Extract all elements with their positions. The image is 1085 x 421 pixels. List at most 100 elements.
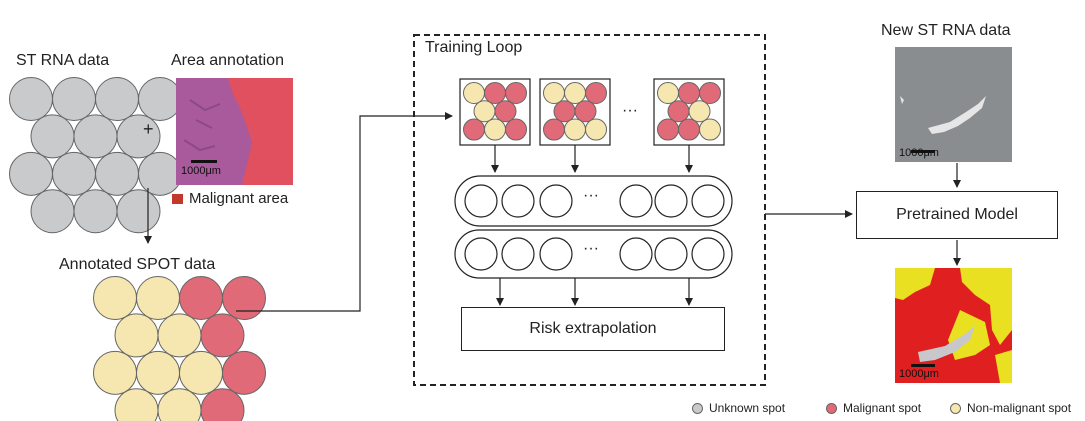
annotated-spot (222, 350, 266, 395)
scale-bar-right-top (911, 150, 935, 153)
scale-bar-right-bottom (911, 364, 935, 367)
legend-malignant: Malignant spot (826, 401, 921, 415)
sample-spot (678, 118, 700, 141)
neuron (691, 184, 725, 218)
legend-unknown-dot (692, 402, 703, 414)
malignant-area-label: Malignant area (189, 190, 289, 207)
annotated-spot (114, 313, 159, 358)
annotated-spot (93, 350, 137, 395)
unknown-spot (30, 189, 75, 234)
sample-spot (699, 82, 721, 104)
malignant-area-swatch (172, 194, 183, 204)
risk-extrapolation-box: Risk extrapolation (461, 307, 725, 351)
sample-spot (505, 118, 527, 141)
sample-spot (473, 100, 496, 123)
legend-nonmalignant-label: Non-malignant spot (967, 401, 1072, 415)
sample-spot (657, 118, 679, 141)
legend-malignant-dot (826, 402, 837, 414)
legend-nonmalignant-dot (950, 402, 961, 414)
scale-label-right-top: 1000μm (899, 147, 939, 159)
unknown-spot (138, 77, 182, 121)
annotated-spot (200, 313, 245, 358)
area-annotation-label: Area annotation (171, 52, 284, 69)
annotated-spot (93, 276, 137, 320)
neuron (464, 184, 498, 218)
arrow-annotated-to-training (236, 112, 453, 312)
sample-spot (585, 82, 607, 104)
sample-spot (484, 118, 506, 141)
neuron (539, 184, 573, 218)
sample-spot (553, 100, 576, 123)
annotated-spot (136, 276, 180, 320)
sample-spot (543, 82, 565, 104)
unknown-spot (95, 151, 139, 196)
network-neurons (464, 184, 725, 271)
sample-spot (505, 82, 527, 104)
sample-spot (667, 100, 690, 123)
annotated-spot (157, 313, 202, 358)
sample-spot (564, 118, 586, 141)
legend-nonmalignant: Non-malignant spot (950, 401, 1071, 415)
training-loop-box (413, 34, 766, 386)
unknown-spot (52, 151, 96, 196)
neuron (654, 237, 688, 271)
scale-label-right-bottom: 1000μm (899, 368, 939, 380)
unknown-spot (138, 151, 182, 196)
neuron (464, 237, 498, 271)
unknown-spot (9, 151, 53, 196)
sample-spot (543, 118, 565, 141)
annotated-spot (222, 276, 266, 320)
scale-bar-left (191, 160, 217, 163)
sample-spot (574, 100, 597, 123)
annotated-spot-label: Annotated SPOT data (59, 256, 216, 273)
annotated-spot (136, 350, 180, 395)
neuron (619, 237, 653, 271)
risk-extrapolation-label: Risk extrapolation (529, 320, 657, 337)
unknown-spot (73, 189, 118, 234)
new-st-rna-label: New ST RNA data (881, 22, 1011, 39)
training-loop-label: Training Loop (425, 39, 523, 56)
training-sample-grids (463, 82, 721, 141)
sample-spot (484, 82, 506, 104)
pretrained-model-label: Pretrained Model (896, 206, 1018, 223)
st-rna-label: ST RNA data (16, 52, 110, 69)
sample-spot (657, 82, 679, 104)
unknown-spot (73, 114, 118, 159)
unknown-spot (9, 77, 53, 121)
unknown-spot (116, 189, 161, 234)
plus-sign: + (143, 119, 154, 139)
annotated-spot (200, 388, 245, 421)
sample-spot (463, 118, 485, 141)
annotated-spot-grid (93, 276, 266, 421)
scale-label-left: 1000μm (181, 165, 221, 177)
unknown-spot (116, 114, 161, 159)
ellipsis-layer-2: ··· (583, 240, 599, 257)
unknown-spot (30, 114, 75, 159)
sample-spot (699, 118, 721, 141)
pretrained-model-box: Pretrained Model (856, 191, 1058, 239)
new-st-section-image (895, 47, 1012, 162)
neuron (691, 237, 725, 271)
annotated-spot (179, 276, 223, 320)
unknown-spot (95, 77, 139, 121)
prediction-map-image (895, 268, 1012, 383)
ellipsis-layer-1: ··· (583, 187, 599, 204)
sample-spot (688, 100, 711, 123)
legend-unknown: Unknown spot (692, 401, 785, 415)
neuron (501, 184, 535, 218)
sample-spot (564, 82, 586, 104)
tissue-image (176, 78, 293, 185)
neuron (654, 184, 688, 218)
sample-spot (463, 82, 485, 104)
sample-spot (494, 100, 517, 123)
annotated-spot (179, 350, 223, 395)
legend-unknown-label: Unknown spot (709, 401, 786, 415)
sample-spot (678, 82, 700, 104)
ellipsis-samples: ··· (622, 102, 638, 119)
st-rna-spot-grid (9, 77, 182, 234)
unknown-spot (52, 77, 96, 121)
neuron (619, 184, 653, 218)
neuron (501, 237, 535, 271)
